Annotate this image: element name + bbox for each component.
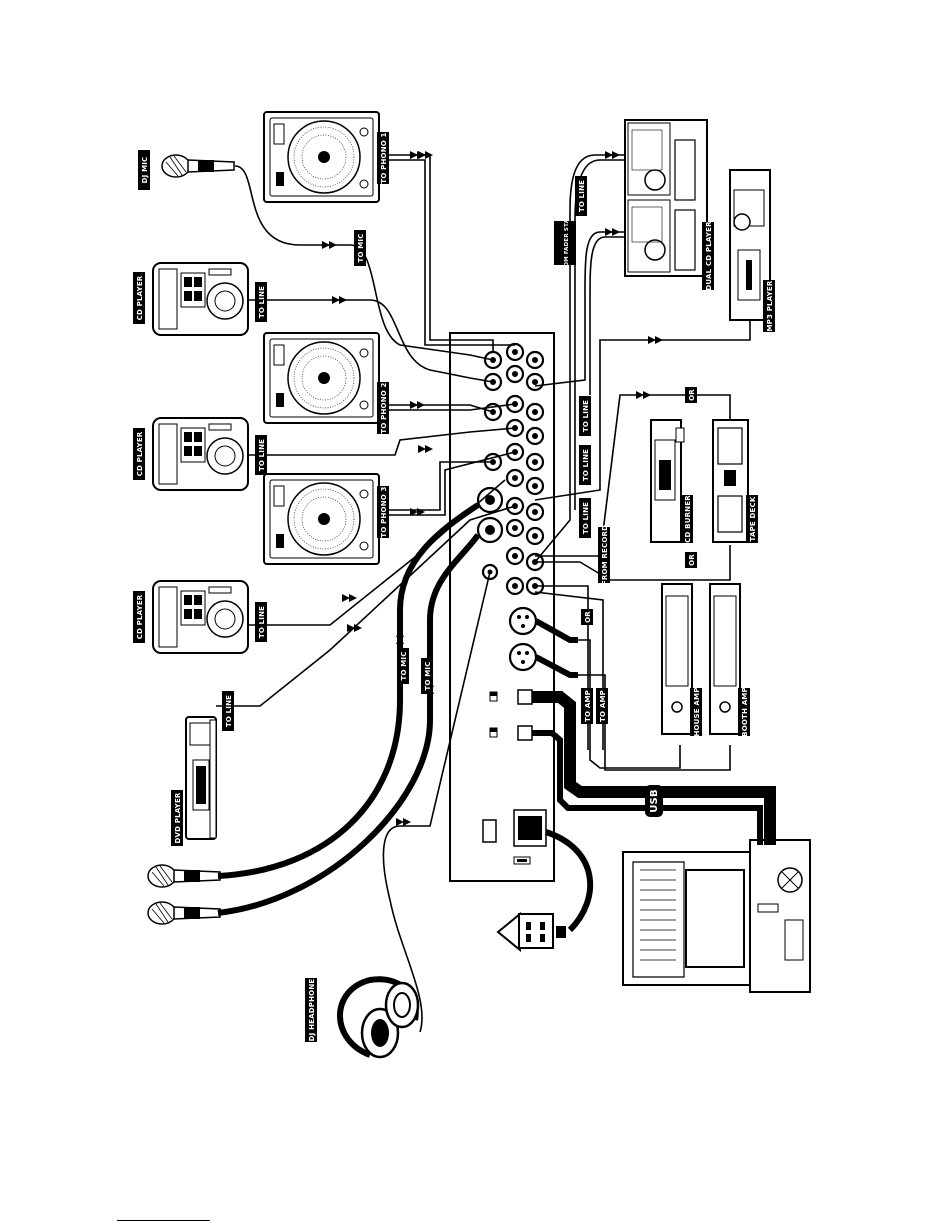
dual-cd-player xyxy=(624,119,708,277)
label-cd-burner: CD BURNER xyxy=(681,495,693,543)
label-to-line-cd1: TO LINE xyxy=(255,282,267,322)
label-booth-amp: BOOTH AMP xyxy=(738,687,750,737)
svg-text:CD PLAYER: CD PLAYER xyxy=(136,275,144,320)
label-cd-player-3: CD PLAYER xyxy=(133,591,145,643)
label-dj-mic: DJ MIC xyxy=(138,150,150,190)
label-tape-deck: TAPE DECK xyxy=(746,495,758,543)
power-outlet xyxy=(496,911,566,953)
label-to-mic-1: TO MIC xyxy=(397,648,409,684)
label-to-phono-1: TO PHONO 1 xyxy=(377,132,389,184)
label-to-phono-2: TO PHONO 2 xyxy=(377,382,389,434)
svg-text:CD PLAYER: CD PLAYER xyxy=(136,594,144,639)
label-to-mic-dj: TO MIC xyxy=(354,230,366,266)
label-from-record: FROM RECORD xyxy=(598,525,610,585)
svg-text:OR: OR xyxy=(688,389,696,401)
svg-text:CD BURNER: CD BURNER xyxy=(684,495,692,543)
svg-text:TO AMP: TO AMP xyxy=(584,690,592,722)
svg-text:DJ HEADPHONE: DJ HEADPHONE xyxy=(308,979,316,1042)
tape-deck xyxy=(712,419,749,543)
label-dj-headphone: DJ HEADPHONE xyxy=(305,978,317,1042)
label-to-line-cd2: TO LINE xyxy=(255,435,267,475)
label-or-amp: OR xyxy=(581,609,593,625)
svg-text:TO LINE: TO LINE xyxy=(582,400,590,432)
label-cd-player-2: CD PLAYER xyxy=(133,428,145,480)
svg-text:TO MIC: TO MIC xyxy=(424,661,432,690)
label-to-mic-2: TO MIC xyxy=(421,658,433,694)
label-dual-cd-player: DUAL CD PLAYER xyxy=(702,221,714,291)
svg-text:MP3 PLAYER: MP3 PLAYER xyxy=(766,280,774,331)
svg-text:OR: OR xyxy=(584,611,592,623)
mic-2 xyxy=(147,901,221,925)
svg-text:USB: USB xyxy=(649,789,660,813)
dj-mic xyxy=(161,154,235,178)
svg-text:TO MIC: TO MIC xyxy=(357,233,365,262)
svg-text:TO LINE: TO LINE xyxy=(582,502,590,534)
svg-text:HOUSE AMP: HOUSE AMP xyxy=(693,687,701,736)
dvd-player xyxy=(185,716,217,840)
label-usb: USB xyxy=(645,785,663,817)
svg-text:TO LINE: TO LINE xyxy=(258,286,266,318)
svg-text:TO LINE: TO LINE xyxy=(258,439,266,471)
label-from-fader-start: FROM FADER START xyxy=(554,211,576,275)
footnote-rule xyxy=(117,1220,210,1221)
svg-text:OR: OR xyxy=(688,554,696,566)
usb-port-2 xyxy=(517,725,533,741)
svg-text:TO AMP: TO AMP xyxy=(599,690,607,722)
cd-player-3 xyxy=(152,580,249,654)
cd-player-2 xyxy=(152,417,249,491)
turntable-3 xyxy=(263,473,380,565)
mixer xyxy=(449,332,555,882)
svg-text:TAPE DECK: TAPE DECK xyxy=(749,496,757,541)
svg-text:BOOTH AMP: BOOTH AMP xyxy=(741,687,749,737)
svg-text:CD PLAYER: CD PLAYER xyxy=(136,431,144,476)
label-to-line-r3: TO LINE xyxy=(579,498,591,538)
cd-burner xyxy=(650,419,685,543)
svg-text:TO MIC: TO MIC xyxy=(400,651,408,680)
svg-text:DJ MIC: DJ MIC xyxy=(141,157,149,184)
label-house-amp: HOUSE AMP xyxy=(690,687,702,737)
cd-player-1 xyxy=(152,262,249,336)
svg-text:DVD PLAYER: DVD PLAYER xyxy=(174,792,182,843)
power-switch xyxy=(482,819,497,843)
mic-1 xyxy=(147,864,221,888)
label-to-amp-1: TO AMP xyxy=(581,688,593,724)
turntable-2 xyxy=(263,332,380,424)
svg-text:TO PHONO 2: TO PHONO 2 xyxy=(380,382,388,433)
svg-text:TO PHONO 3: TO PHONO 3 xyxy=(380,486,388,537)
label-to-line-dvd: TO LINE xyxy=(222,691,234,731)
booth-amp xyxy=(709,583,741,735)
label-to-amp-2: TO AMP xyxy=(596,688,608,724)
mp3-player xyxy=(729,169,771,321)
computer xyxy=(622,839,811,993)
svg-text:TO LINE: TO LINE xyxy=(225,695,233,727)
label-or-top: OR xyxy=(685,387,697,403)
svg-text:TO LINE: TO LINE xyxy=(578,180,586,212)
label-to-line-r2: TO LINE xyxy=(579,445,591,485)
xlr-outputs xyxy=(508,606,538,672)
usb-port-1 xyxy=(517,689,533,705)
label-mp3-player: MP3 PLAYER xyxy=(763,280,775,332)
dj-headphone xyxy=(337,976,420,1059)
label-cd-player-1: CD PLAYER xyxy=(133,272,145,324)
svg-text:TO PHONO 1: TO PHONO 1 xyxy=(380,132,388,183)
svg-text:FROM RECORD: FROM RECORD xyxy=(601,525,609,585)
label-to-line-dual-cd: TO LINE xyxy=(575,176,587,216)
svg-text:DUAL CD PLAYER: DUAL CD PLAYER xyxy=(705,221,713,291)
label-or-bottom: OR xyxy=(685,552,697,568)
label-to-line-cd3: TO LINE xyxy=(255,602,267,642)
turntable-1 xyxy=(263,111,380,203)
svg-text:TO LINE: TO LINE xyxy=(258,606,266,638)
cables xyxy=(216,151,776,1033)
house-amp xyxy=(661,583,693,735)
label-dvd-player: DVD PLAYER xyxy=(171,790,183,846)
label-to-line-r1: TO LINE xyxy=(579,396,591,436)
svg-text:FROM FADER START: FROM FADER START xyxy=(564,211,570,275)
svg-text:TO LINE: TO LINE xyxy=(582,449,590,481)
label-to-phono-3: TO PHONO 3 xyxy=(377,486,389,538)
